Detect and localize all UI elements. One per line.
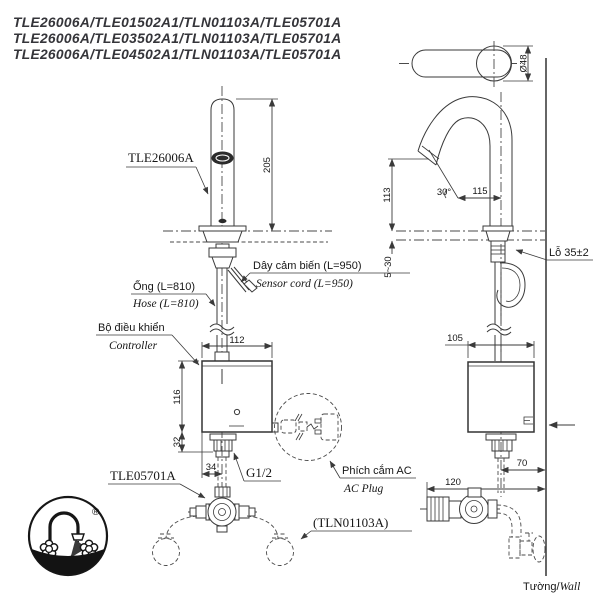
top-view: Ø48 [399,41,533,87]
title-block: TLE26006A/TLE01502A1/TLN01103A/TLE05701A… [13,15,341,62]
registered-mark: ® [92,507,100,518]
hole-size-label: Lỗ 35±2 [549,246,589,259]
dim-spout-angle: 30° [437,187,452,198]
sensor-cord-label-en: Sensor cord (L=950) [256,278,353,290]
stop-valve-front: TLE05701A [108,468,258,533]
sensor-window [211,151,234,165]
counter-lines [163,230,545,243]
dim-spout-reach: 115 [472,186,487,197]
stop-valve-part-label: TLE05701A [110,468,176,483]
toto-eco-logo: ® [27,495,109,577]
hose-label-en: Hose (L=810) [132,298,199,310]
wall-line: Tường/Wall [523,58,580,593]
dim-wall-to-pipe: 70 [517,458,528,469]
side-view-undercounter: Lỗ 35±2 [482,225,593,497]
dim-fitting-height: 32 [172,437,183,448]
title-line-1: TLE26006A/TLE01502A1/TLN01103A/TLE05701A [13,15,341,30]
controller-box-side: 105 70 120 [426,333,546,499]
thread-size-label: G1/2 [246,465,272,480]
dim-outlet-height: 113 [382,187,393,202]
ac-plug-detail: Phích cắm AC AC Plug [271,393,416,495]
ac-plug-label-vi: Phích cắm AC [342,464,412,477]
dim-wall-to-valve: 120 [445,477,461,488]
title-line-3: TLE26006A/TLE04502A1/TLN01103A/TLE05701A [13,47,341,62]
sensor-cord-label-vi: Dây cảm biến (L=950) [253,260,362,272]
dim-spout-height: 205 [262,157,273,173]
dim-controller-width: 112 [229,335,244,346]
side-view-spout: 30° 115 113 5~30 [382,92,513,278]
dim-escutcheon-diameter: Ø48 [519,55,530,73]
basin-shape [31,549,105,575]
controller-label-vi: Bộ điều khiển [98,322,165,334]
title-line-2: TLE26006A/TLE03502A1/TLN01103A/TLE05701A [13,31,341,46]
dim-fitting-offset: 34 [206,462,217,473]
dim-deck-thickness: 5~30 [383,256,394,277]
dim-controller-height: 116 [172,389,183,404]
hose-label-vi: Ống (L=810) [133,279,195,293]
wall-label: Tường/Wall [523,581,580,593]
controller-box-front: Bộ điều khiển Controller 112 116 32 34 G… [96,322,281,487]
ac-plug-label-en: AC Plug [343,483,384,495]
stop-valve-side [420,487,546,563]
dim-controller-depth: 105 [447,333,463,344]
supply-connections: (TLN01103A) [152,515,412,566]
controller-label-en: Controller [109,340,158,352]
supply-hose-part-label: (TLN01103A) [313,515,388,530]
front-view-spout: TLE26006A 205 Dây cảm biến (L=950) Senso… [126,86,410,497]
spout-part-label: TLE26006A [128,150,194,165]
